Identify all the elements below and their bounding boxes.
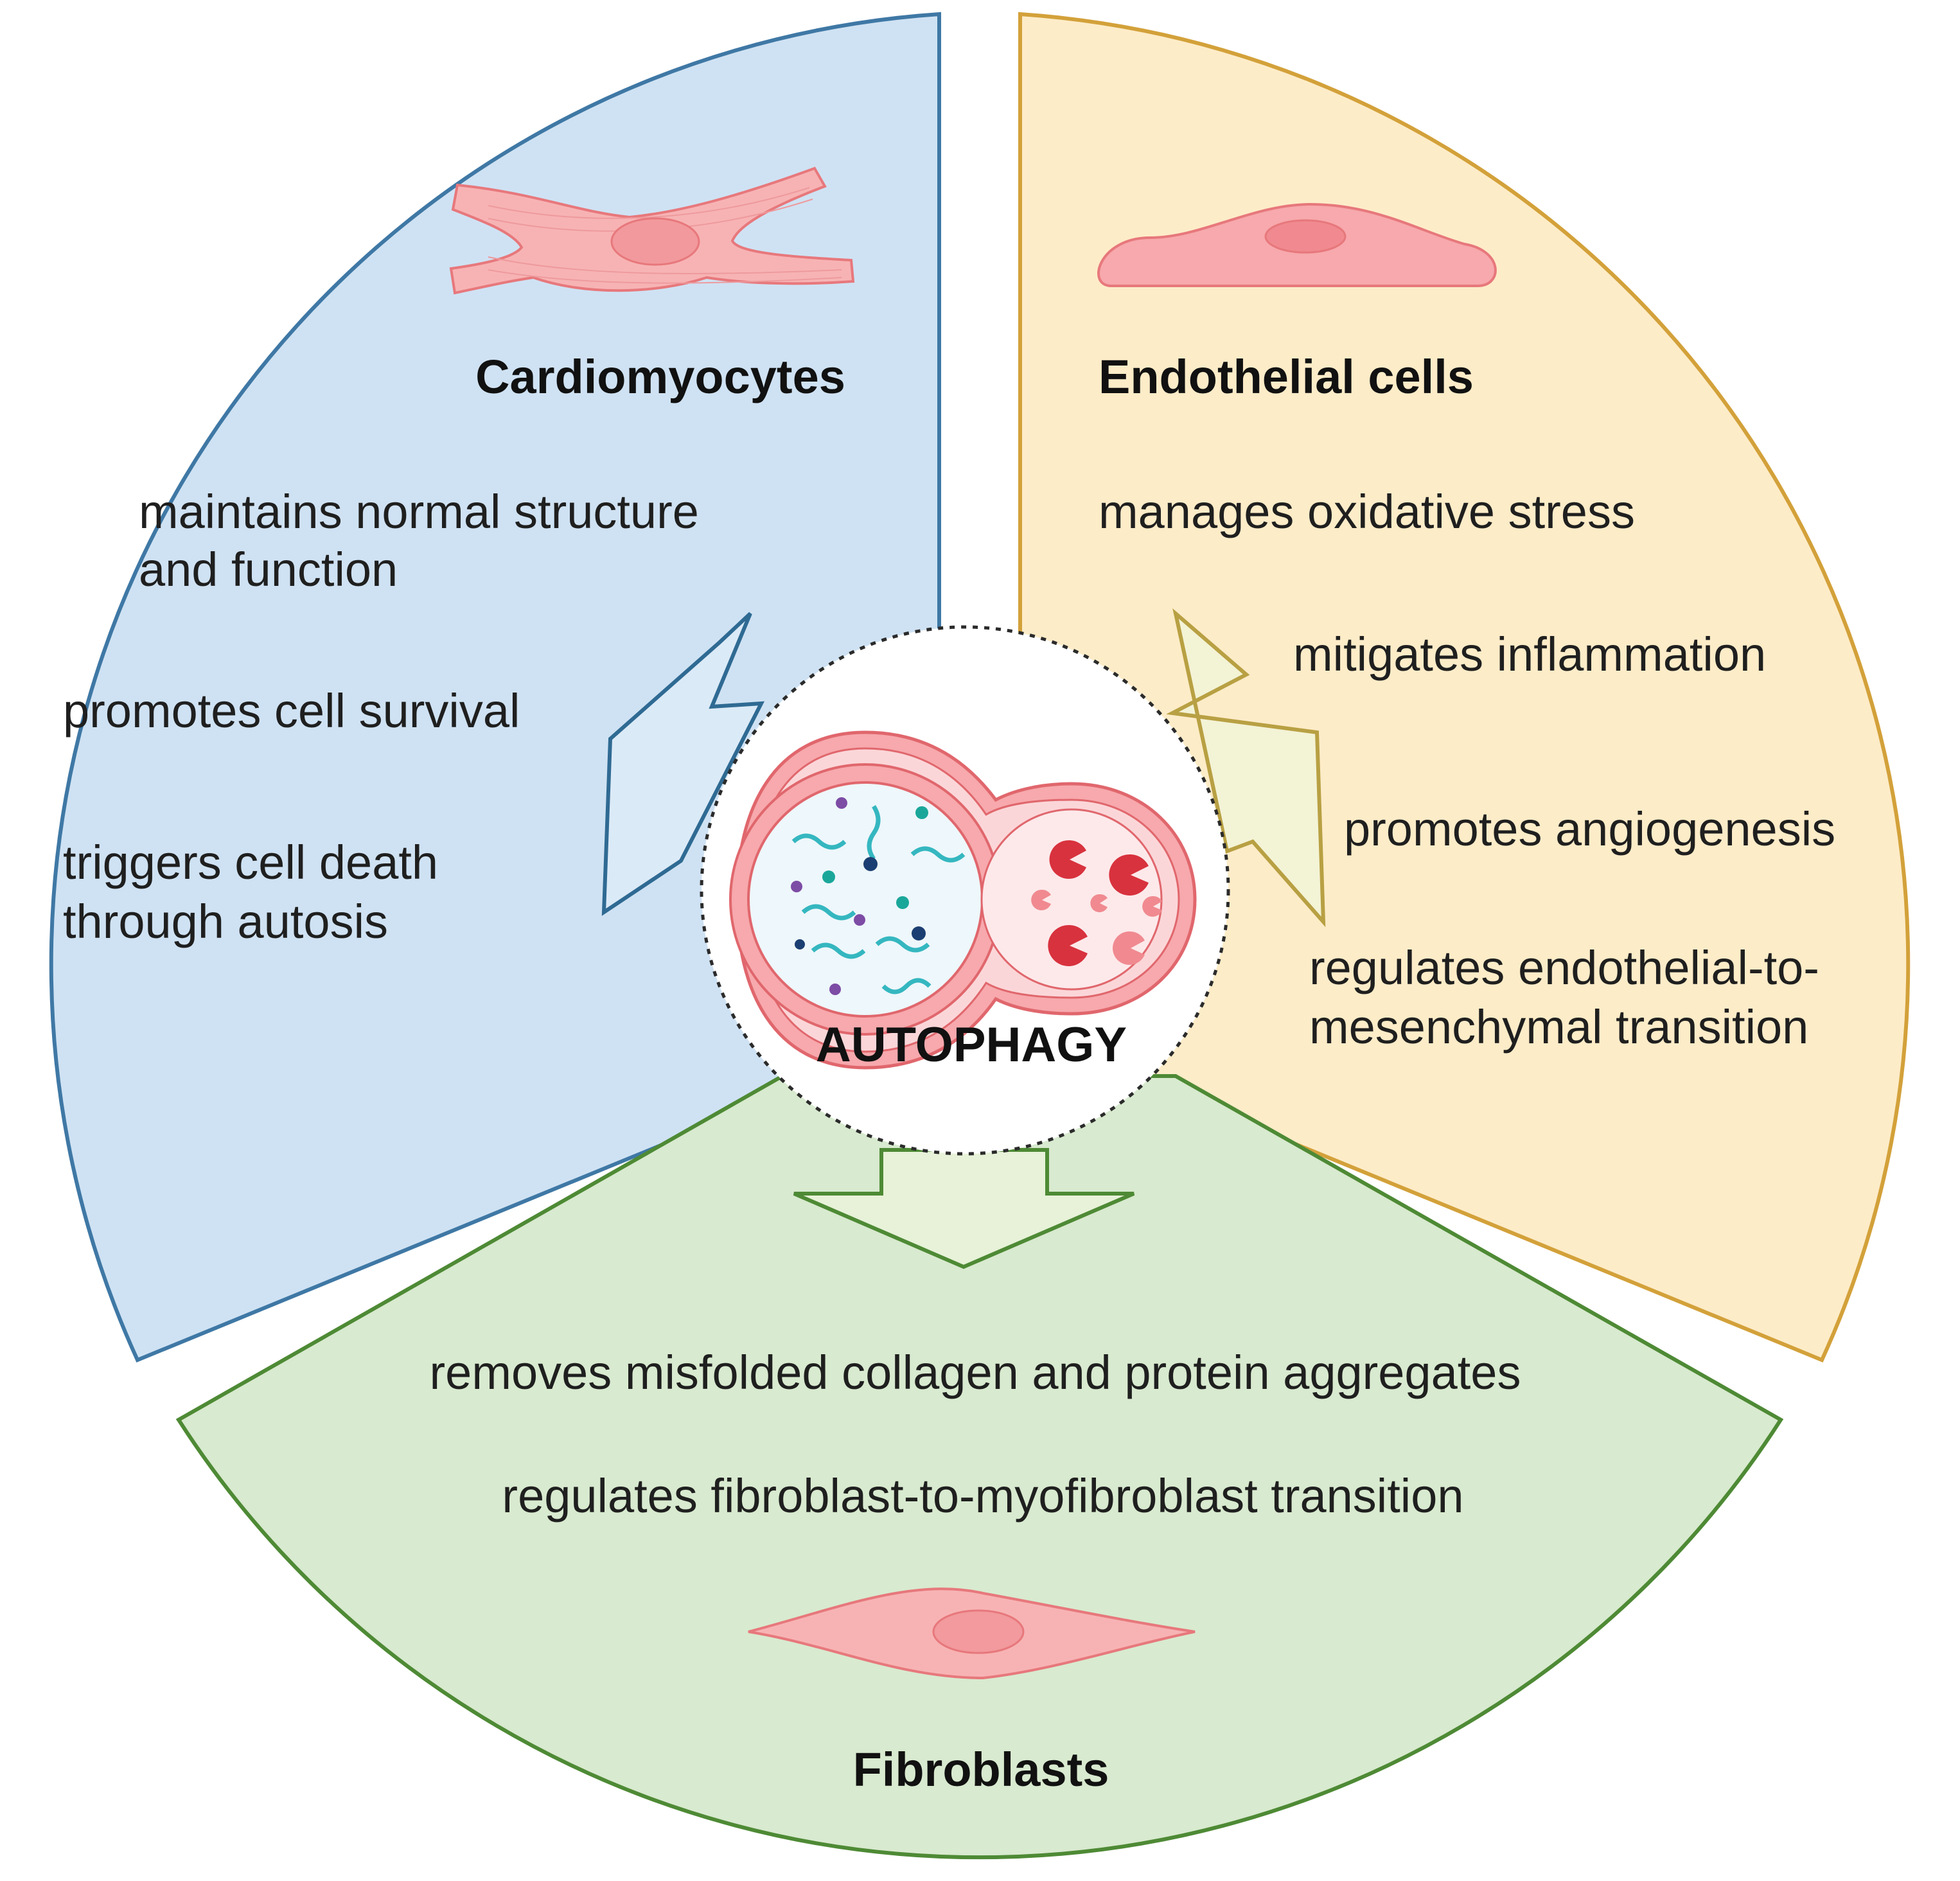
cardio-item-3-line-1: triggers cell death <box>63 836 438 889</box>
endo-item-2: mitigates inflammation <box>1293 628 1766 681</box>
fibroblast-cell-icon <box>748 1587 1196 1680</box>
fibroblasts-title: Fibroblasts <box>853 1743 1109 1796</box>
endo-item-4-line-2: mesenchymal transition <box>1309 1000 1808 1054</box>
fibroblasts-sector: removes misfolded collagen and protein a… <box>175 1074 1784 1860</box>
cargo-molecules <box>791 797 966 995</box>
endothelial-title: Endothelial cells <box>1099 350 1474 403</box>
fibro-item-2: regulates fibroblast-to-myofibroblast tr… <box>502 1469 1463 1523</box>
autophagy-label: AUTOPHAGY <box>816 1018 1127 1072</box>
cardio-item-1-line-2: and function <box>139 543 398 596</box>
endo-item-4-line-1: regulates endothelial-to- <box>1309 941 1819 994</box>
autophagosome-icon <box>729 730 1197 1070</box>
fibro-item-1: removes misfolded collagen and protein a… <box>430 1346 1521 1399</box>
fibroblasts-panel <box>175 1074 1784 1860</box>
arrow-to-fibroblasts <box>793 1148 1135 1269</box>
arrow-to-cardiomyocytes <box>601 612 765 916</box>
cardiomyocytes-panel <box>49 12 941 1363</box>
cardiomyocyte-cell-icon <box>449 166 855 295</box>
endothelial-cell-icon <box>1097 202 1497 287</box>
cardio-item-1-line-1: maintains normal structure <box>139 485 699 538</box>
endothelial-panel <box>1018 12 1911 1363</box>
cardiomyocytes-sector: Cardiomyocytes maintains normal structur… <box>49 12 941 1363</box>
cardio-item-3-line-2: through autosis <box>63 895 388 948</box>
cardiomyocytes-title: Cardiomyocytes <box>475 350 845 403</box>
autophagy-center: AUTOPHAGY <box>700 625 1230 1156</box>
cardio-item-2: promotes cell survival <box>63 684 520 737</box>
endo-item-1: manages oxidative stress <box>1099 485 1635 538</box>
arrow-to-endothelial <box>1166 608 1326 928</box>
endothelial-sector: Endothelial cells manages oxidative stre… <box>1018 12 1911 1363</box>
endo-item-3: promotes angiogenesis <box>1344 802 1835 856</box>
lysosome-enzymes <box>1031 840 1162 966</box>
